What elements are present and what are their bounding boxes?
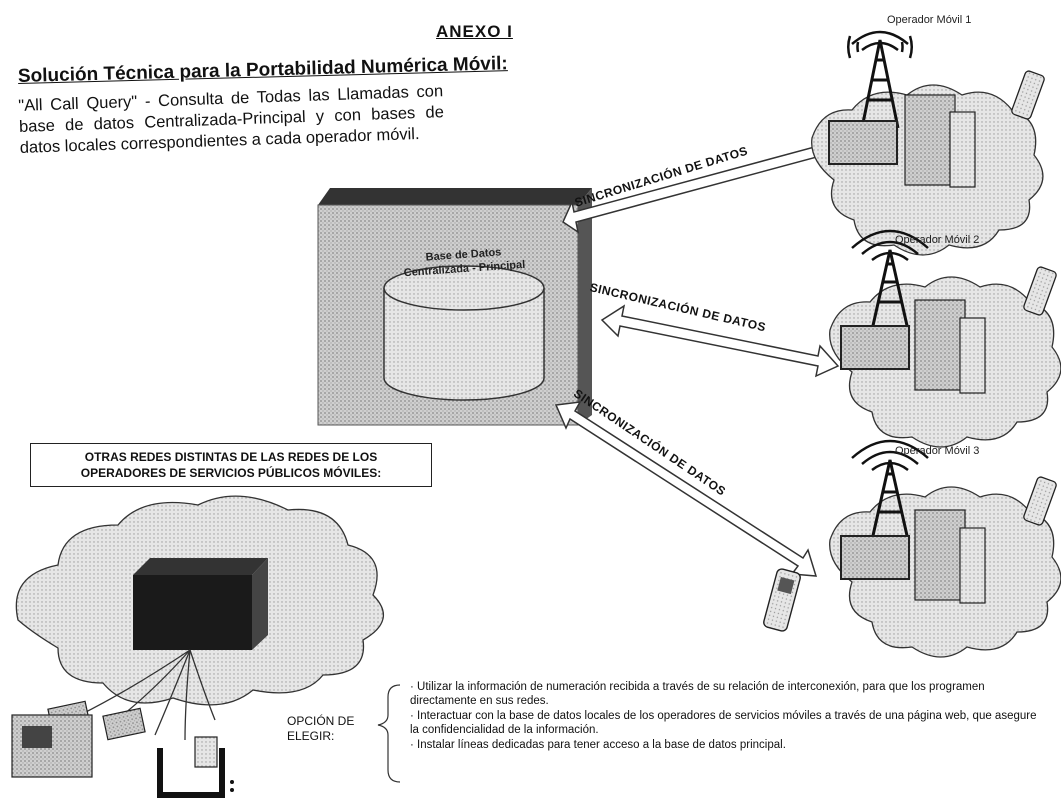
database-cylinder-icon <box>383 265 545 401</box>
annex-title: ANEXO I <box>436 22 513 41</box>
server-rack-icon <box>904 94 976 188</box>
server-box-icon <box>133 558 268 650</box>
option-label-line1: OPCIÓN DE <box>287 714 355 728</box>
mobile-phone-icon <box>763 568 801 632</box>
sync-arrow-2 <box>600 304 840 378</box>
mobile-phone-icon <box>1023 476 1057 526</box>
antenna-tower-icon <box>851 229 929 331</box>
server-rack-icon <box>914 299 986 394</box>
sync-arrow-3 <box>554 401 818 577</box>
operator-2-label: Operador Móvil 2 <box>895 234 980 246</box>
mobile-phone-icon <box>1023 266 1057 316</box>
other-networks-line2: OPERADORES DE SERVICIOS PÚBLICOS MÓVILES… <box>80 466 382 480</box>
option-item-3: · Instalar líneas dedicadas para tener a… <box>410 739 786 751</box>
operator-1-network <box>811 30 1045 256</box>
option-brace <box>377 684 401 783</box>
operator-1-label: Operador Móvil 1 <box>887 14 972 26</box>
sync-arrow-1 <box>562 133 842 234</box>
other-networks-line1: OTRAS REDES DISTINTAS DE LAS REDES DE LO… <box>84 450 378 464</box>
option-item-1: · Utilizar la información de numeración … <box>410 681 985 707</box>
option-item-2: · Interactuar con la base de datos local… <box>410 710 1037 736</box>
option-label-line2: ELEGIR: <box>287 729 335 743</box>
option-list: · Utilizar la información de numeración … <box>410 680 1040 753</box>
phone-stand-icon <box>157 736 234 798</box>
antenna-tower-icon <box>847 30 913 129</box>
operator-3-network <box>829 439 1061 658</box>
central-database <box>317 188 592 426</box>
other-networks-box: OTRAS REDES DISTINTAS DE LAS REDES DE LO… <box>30 443 432 487</box>
server-rack-icon <box>914 509 986 604</box>
operator-2-network <box>829 229 1061 448</box>
mobile-phone-icon <box>1011 70 1045 120</box>
other-networks-cloud <box>15 495 385 741</box>
antenna-tower-icon <box>851 439 929 541</box>
option-label: OPCIÓN DE ELEGIR: <box>287 714 354 744</box>
operator-3-label: Operador Móvil 3 <box>895 445 980 457</box>
computer-terminal-icon <box>11 714 93 778</box>
